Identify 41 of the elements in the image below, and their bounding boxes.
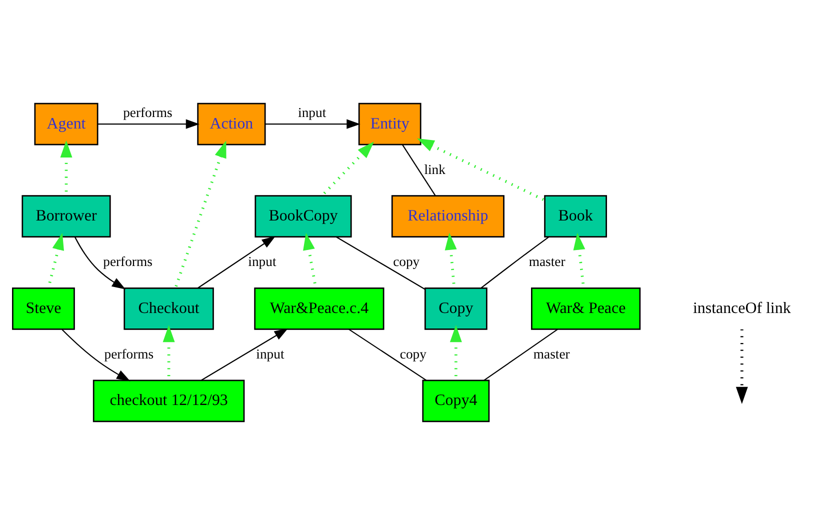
arrow: [265, 119, 360, 129]
edge-label: master: [528, 254, 566, 270]
connector: [336, 236, 426, 290]
node-box: Book: [544, 195, 607, 238]
node-box: War&Peace.c.4: [254, 287, 384, 330]
arrow: [62, 329, 130, 382]
node-box: Borrower: [22, 195, 111, 238]
arrow: [174, 140, 226, 288]
edge-label: input: [256, 346, 284, 362]
edge-label: input: [298, 104, 326, 120]
edge-label: performs: [104, 346, 154, 362]
node-text: instanceOf link: [693, 300, 791, 317]
arrow: [201, 328, 288, 381]
node-box: War& Peace: [531, 287, 641, 330]
arrow: [74, 236, 126, 290]
node-box: Relationship: [391, 195, 504, 238]
edge-label: performs: [123, 104, 172, 120]
node-box: Copy4: [422, 380, 490, 422]
node-box: Entity: [358, 102, 422, 146]
node-box: Checkout: [124, 287, 214, 330]
connector: [480, 236, 550, 288]
arrow: [320, 142, 374, 197]
edge-label: input: [248, 254, 276, 270]
edge-label: performs: [103, 254, 152, 270]
arrow: [417, 138, 546, 202]
edge-label: copy: [400, 346, 426, 362]
node-box: Copy: [424, 287, 488, 330]
node-box: checkout 12/12/93: [92, 380, 245, 422]
connector: [484, 328, 558, 381]
edge-label: link: [424, 162, 446, 177]
arrow: [736, 329, 748, 404]
connector: [348, 328, 427, 381]
edge-label: copy: [393, 254, 420, 270]
arrow: [198, 236, 276, 288]
edge-label: master: [533, 346, 570, 362]
node-box: BookCopy: [254, 195, 352, 238]
connector: [402, 144, 436, 196]
node-box: Action: [197, 102, 266, 146]
node-box: Agent: [34, 102, 98, 146]
arrow: [98, 119, 200, 129]
node-box: Steve: [12, 287, 75, 330]
